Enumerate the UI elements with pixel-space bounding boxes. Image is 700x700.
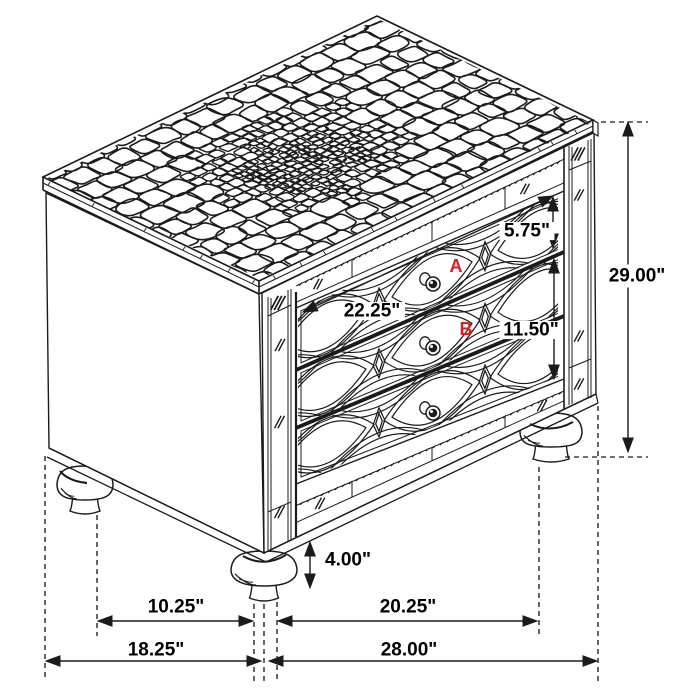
- svg-text:10.25": 10.25": [148, 597, 205, 618]
- svg-text:29.00": 29.00": [609, 266, 666, 287]
- svg-text:18.25": 18.25": [128, 640, 185, 661]
- svg-text:5.75": 5.75": [504, 221, 550, 242]
- svg-text:4.00": 4.00": [325, 550, 371, 571]
- svg-text:22.25": 22.25": [344, 301, 401, 322]
- svg-text:A: A: [450, 256, 463, 276]
- svg-text:20.25": 20.25": [380, 597, 437, 618]
- svg-text:11.50": 11.50": [503, 320, 559, 341]
- svg-text:B: B: [460, 319, 473, 339]
- svg-text:28.00": 28.00": [381, 640, 438, 661]
